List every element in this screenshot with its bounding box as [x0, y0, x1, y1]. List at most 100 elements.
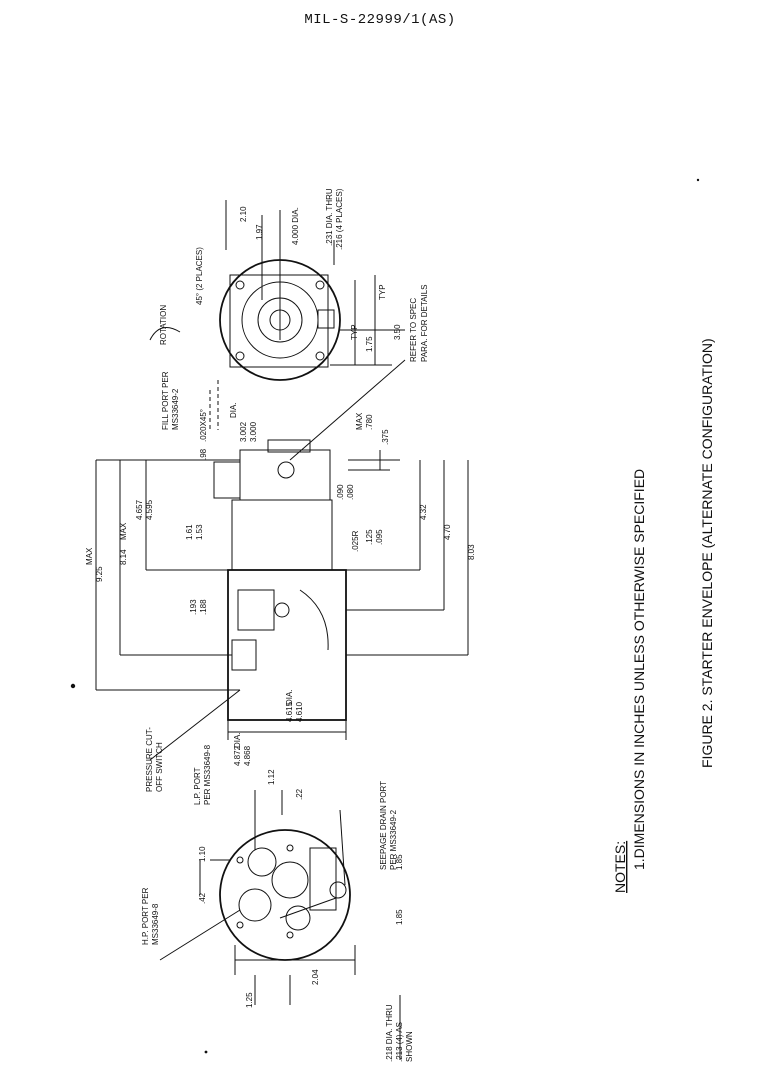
left-view-plate — [309, 847, 337, 911]
figure-caption: FIGURE 2. STARTER ENVELOPE (ALTERNATE CO… — [699, 338, 715, 768]
seepage-line-2: PER MS33649-2 — [389, 809, 398, 870]
side-view-boss-icon — [277, 461, 295, 479]
side-view-plug-icon — [274, 602, 290, 618]
dim-4-32: 4.32 — [419, 504, 428, 520]
dia-label-3: DIA. — [233, 732, 242, 748]
end-view-flange — [229, 274, 329, 368]
dim-1-61: 1.61 — [185, 524, 194, 540]
dim-4615: 4.615 — [285, 701, 294, 722]
dim-98: .98 — [199, 448, 208, 460]
side-view-gearbox — [239, 449, 331, 501]
dim-1-53: 1.53 — [195, 524, 204, 540]
dia-label-2: DIA. — [285, 689, 294, 705]
dim-3002: 3.002 — [239, 421, 248, 442]
dim-095: .095 — [375, 529, 384, 545]
dim-080: .080 — [346, 484, 355, 500]
left-end-view — [159, 790, 401, 1060]
dim-1-85-b: 1.85 — [395, 854, 404, 870]
typ-label-2: TYP — [378, 284, 387, 300]
bolt-hole-icon — [236, 856, 244, 864]
side-view-labels: FILL PORT PER MS33649-2 .98 .020X45° DIA… — [85, 371, 476, 792]
side-view-port — [237, 589, 275, 631]
dim-22: .22 — [295, 788, 304, 800]
scan-dot — [70, 683, 76, 689]
drain-port-icon — [329, 881, 347, 899]
dim-3-50: 3.50 — [393, 324, 402, 340]
refer-line-1: REFER TO SPEC — [409, 298, 418, 362]
hp-port-line-2: MS33649-8 — [151, 903, 160, 945]
pressure-switch-line-2: OFF SWITCH — [155, 742, 164, 792]
dim-1-12: 1.12 — [267, 769, 276, 785]
dim-020x45: .020X45° — [199, 409, 208, 442]
dim-8-03: 8.03 — [467, 544, 476, 560]
port-circle-icon — [238, 888, 272, 922]
holes-line-1: .231 DIA. THRU — [325, 188, 334, 246]
port-circle-icon — [247, 847, 277, 877]
scan-dot — [204, 1050, 208, 1054]
fill-port-line-2: MS33649-2 — [171, 388, 180, 430]
bolt-hole-icon — [235, 280, 245, 290]
max-label-3: MAX — [119, 522, 128, 540]
dim-1-97: 1.97 — [255, 224, 264, 240]
dim-4000-dia: 4.000 DIA. — [291, 207, 300, 245]
right-view-labels: ROTATION 45° (2 PLACES) 2.10 1.97 4.000 … — [159, 188, 429, 362]
max-label-1: MAX — [355, 412, 364, 430]
dim-4657: 4.657 — [135, 499, 144, 520]
dim-4610: 4.610 — [295, 701, 304, 722]
document-header: MIL-S-22999/1(AS) — [304, 12, 456, 28]
angle-label: 45° (2 PLACES) — [195, 247, 204, 305]
right-end-view — [149, 200, 406, 461]
dia-label-1: DIA. — [229, 402, 238, 418]
hole-dia-line-1: .218 DIA. THRU — [385, 1004, 394, 1062]
dim-2-10: 2.10 — [239, 206, 248, 222]
port-circle-icon — [271, 861, 309, 899]
dim-1-75: 1.75 — [365, 336, 374, 352]
bolt-hole-icon — [315, 280, 325, 290]
dim-42: .42 — [198, 892, 207, 904]
lp-port-line-1: L.P. PORT — [193, 767, 202, 805]
dim-125: .125 — [365, 529, 374, 545]
refer-line-2: PARA. FOR DETAILS — [420, 285, 429, 363]
dim-1-10: 1.10 — [198, 846, 207, 862]
fill-port-line-1: FILL PORT PER — [161, 371, 170, 430]
max-label-2: MAX — [85, 547, 94, 565]
dim-375: .375 — [381, 429, 390, 445]
dim-780: .780 — [365, 414, 374, 430]
note-1: 1.DIMENSIONS IN INCHES UNLESS OTHERWISE … — [631, 469, 647, 870]
dim-2-04: 2.04 — [311, 969, 320, 985]
dim-1-85-a: 1.85 — [395, 909, 404, 925]
dim-4872: 4.872 — [233, 745, 242, 766]
end-view-tab — [317, 309, 335, 329]
side-view-fill-port — [213, 461, 241, 499]
port-circle-icon — [285, 905, 311, 931]
bolt-hole-icon — [315, 351, 325, 361]
notes-heading: NOTES: — [612, 841, 628, 893]
scan-dot — [696, 178, 700, 182]
bolt-hole-icon — [286, 931, 294, 939]
dim-1-25: 1.25 — [245, 992, 254, 1008]
bolt-hole-icon — [235, 351, 245, 361]
side-view — [95, 380, 469, 761]
pressure-switch-line-1: PRESSURE CUT- — [145, 727, 154, 792]
left-view-outer-circle — [219, 829, 351, 961]
side-view-housing — [231, 499, 333, 571]
bolt-hole-icon — [236, 921, 244, 929]
hole-dia-line-3: SHOWN — [405, 1031, 414, 1062]
notes-block: NOTES: 1.DIMENSIONS IN INCHES UNLESS OTH… — [612, 469, 647, 893]
dim-188: .188 — [199, 599, 208, 615]
side-view-flange — [267, 439, 311, 453]
rotation-label: ROTATION — [159, 305, 168, 345]
typ-label-1: TYP — [350, 324, 359, 340]
side-view-switch — [231, 639, 257, 671]
dim-9-25: 9.25 — [95, 566, 104, 582]
dim-4595: 4.595 — [145, 499, 154, 520]
dim-193: .193 — [189, 599, 198, 615]
holes-line-2: .216 (4 PLACES) — [335, 188, 344, 250]
dim-4-70: 4.70 — [443, 524, 452, 540]
left-view-labels: L.P. PORT PER MS33649-8 1.12 .22 SEEPAGE… — [141, 744, 414, 1062]
dim-090: .090 — [336, 484, 345, 500]
dim-025r: .025R — [351, 530, 360, 552]
hole-dia-line-2: .213 (4) AS — [395, 1022, 404, 1062]
dim-8-14: 8.14 — [119, 549, 128, 565]
